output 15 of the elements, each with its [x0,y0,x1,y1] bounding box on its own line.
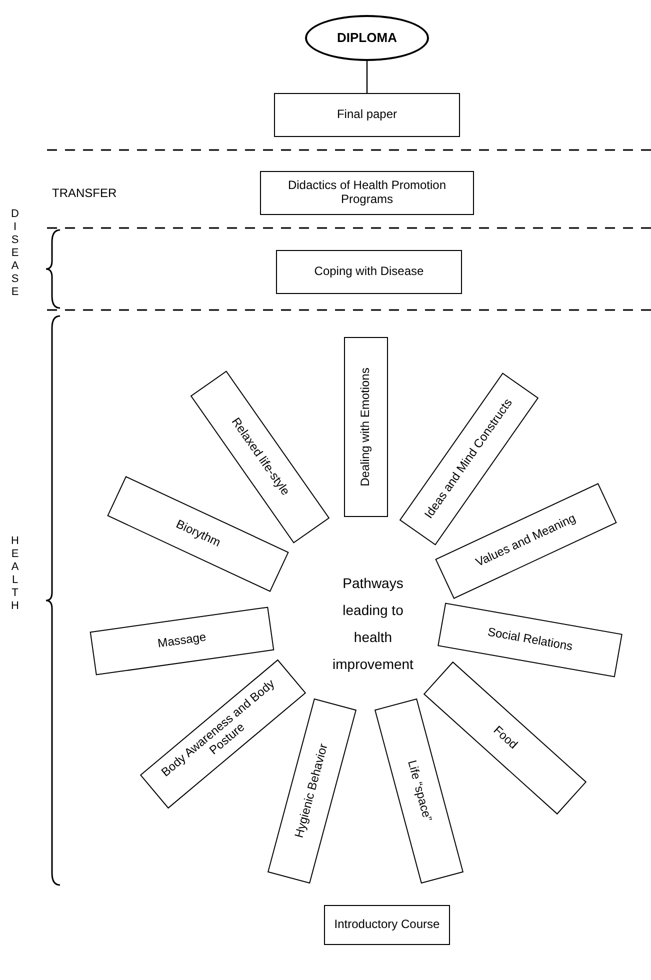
center-text: Pathways leading to health improvement [332,574,414,674]
course-box: Massage [90,606,274,676]
section-label: TRANSFER [52,186,117,200]
section-label: HEALTH [10,535,20,613]
course-box: Hygienic Behavior [267,698,357,884]
course-box: Coping with Disease [276,250,462,294]
course-box: Didactics of Health Promotion Programs [260,171,474,215]
goal-ellipse: DIPLOMA [305,15,429,61]
connector-line [366,61,368,93]
section-label: DISEASE [10,208,20,299]
course-box: Dealing with Emotions [344,337,388,517]
course-box: Life “space” [374,698,464,884]
course-box: Final paper [274,93,460,137]
course-box: Social Relations [438,602,622,678]
course-box: Introductory Course [324,905,450,945]
